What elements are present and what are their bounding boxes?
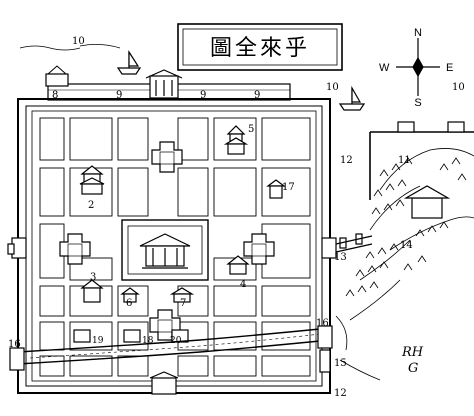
compass-east: E <box>446 62 453 74</box>
label-13: 13 <box>334 252 347 263</box>
label-11: 11 <box>398 155 411 166</box>
temple-4 <box>226 255 250 275</box>
east-forest <box>345 157 467 297</box>
label-19: 19 <box>92 336 104 346</box>
label-4: 4 <box>240 279 246 290</box>
label-8: 8 <box>52 90 58 101</box>
label-12: 12 <box>340 155 353 166</box>
building-7 <box>169 287 195 303</box>
street-grid <box>39 117 311 377</box>
label-9-west: 9 <box>116 90 122 101</box>
label-9-center: 9 <box>200 90 206 101</box>
label-12-south: 12 <box>334 388 347 399</box>
central-palace <box>121 219 209 281</box>
label-7: 7 <box>180 298 186 309</box>
label-20: 20 <box>170 336 182 346</box>
label-16-west: 16 <box>8 339 21 350</box>
label-15: 15 <box>334 358 347 369</box>
label-10-northwest: 10 <box>72 36 85 47</box>
label-18: 18 <box>142 336 154 346</box>
temple-2 <box>79 165 105 195</box>
label-16-east: 16 <box>316 318 329 329</box>
label-10-northeast: 10 <box>326 82 339 93</box>
label-9-east: 9 <box>254 90 260 101</box>
pavilion-west <box>59 233 91 265</box>
label-14: 14 <box>400 240 413 251</box>
compass-south: S <box>414 97 421 109</box>
east-causeway <box>335 233 373 253</box>
east-fort <box>369 121 474 219</box>
label-2: 2 <box>88 200 94 211</box>
temple-3 <box>80 279 104 303</box>
artist-signature-top: RH <box>401 345 424 360</box>
place-labels: 10 10 10 8 9 9 9 5 2 17 11 12 13 14 3 4 … <box>8 36 465 399</box>
canal-gate-west <box>9 347 25 371</box>
title-cartouche <box>177 23 343 71</box>
north-gate <box>145 69 183 99</box>
compass-north: N <box>414 27 422 39</box>
east-gate <box>321 237 337 259</box>
building-6 <box>120 287 140 303</box>
south-gate <box>149 371 179 395</box>
boat-east <box>338 85 366 111</box>
artist-signature-bottom: G <box>408 361 418 376</box>
boat-north <box>116 49 142 75</box>
label-3: 3 <box>90 272 96 283</box>
compass-west: W <box>379 62 390 74</box>
temple-5 <box>223 125 249 155</box>
label-17: 17 <box>282 182 295 193</box>
building-19 <box>73 329 91 343</box>
pavilion-north <box>151 141 183 173</box>
south-shore <box>335 315 381 381</box>
label-6: 6 <box>126 298 132 309</box>
east-hills <box>349 148 474 321</box>
pavilion-east <box>243 233 275 265</box>
west-gate <box>7 237 27 259</box>
canal <box>17 327 331 365</box>
canal-gate-east <box>317 325 333 373</box>
compass-rose <box>396 38 440 96</box>
label-10-east: 10 <box>452 82 465 93</box>
building-18 <box>123 329 141 343</box>
map-title: 圖全來乎 <box>210 36 310 61</box>
label-5: 5 <box>248 124 254 135</box>
building-17 <box>266 179 286 199</box>
